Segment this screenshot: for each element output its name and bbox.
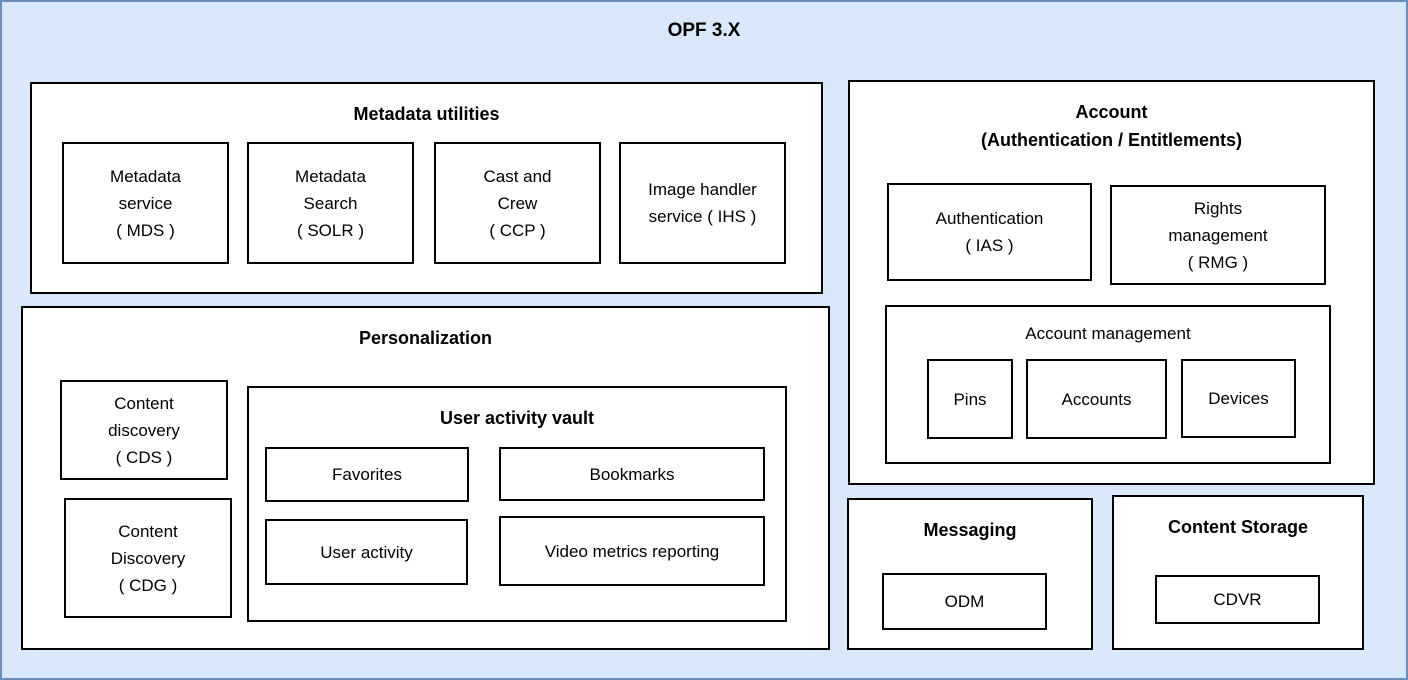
- user-activity-vault-section: User activity vault Favorites Bookmarks …: [247, 386, 787, 622]
- box-video-metrics-reporting: Video metrics reporting: [499, 516, 765, 586]
- box-content-discovery-cdg: Content Discovery ( CDG ): [64, 498, 232, 618]
- box-metadata-service-mds: Metadata service ( MDS ): [62, 142, 229, 264]
- personalization-title: Personalization: [358, 328, 493, 348]
- box-devices: Devices: [1181, 359, 1296, 438]
- box-content-discovery-cds: Content discovery ( CDS ): [60, 380, 228, 480]
- metadata-utilities-title: Metadata utilities: [353, 104, 500, 124]
- box-authentication-ias: Authentication ( IAS ): [887, 183, 1092, 281]
- content-storage-title: Content Storage: [1167, 517, 1308, 537]
- box-bookmarks: Bookmarks: [499, 447, 765, 501]
- personalization-section: Personalization Content discovery ( CDS …: [21, 306, 830, 650]
- box-accounts: Accounts: [1026, 359, 1167, 439]
- user-activity-vault-title: User activity vault: [439, 408, 595, 428]
- box-metadata-search-solr: Metadata Search ( SOLR ): [247, 142, 414, 264]
- box-image-handler-service-ihs: Image handler service ( IHS ): [619, 142, 786, 264]
- diagram-title: OPF 3.X: [667, 20, 741, 41]
- box-rights-management-rmg: Rights management ( RMG ): [1110, 185, 1326, 285]
- account-title: Account (Authentication / Entitlements): [981, 102, 1242, 150]
- box-user-activity: User activity: [265, 519, 468, 585]
- box-cdvr: CDVR: [1155, 575, 1320, 624]
- box-pins: Pins: [927, 359, 1013, 439]
- account-section: Account (Authentication / Entitlements) …: [848, 80, 1375, 485]
- box-odm: ODM: [882, 573, 1047, 630]
- metadata-utilities-section: Metadata utilities Metadata service ( MD…: [30, 82, 823, 294]
- messaging-title: Messaging: [923, 520, 1017, 540]
- box-favorites: Favorites: [265, 447, 469, 502]
- box-cast-and-crew-ccp: Cast and Crew ( CCP ): [434, 142, 601, 264]
- account-management-section: Account management Pins Accounts Devices: [885, 305, 1331, 464]
- content-storage-section: Content Storage CDVR: [1112, 495, 1364, 650]
- messaging-section: Messaging ODM: [847, 498, 1093, 650]
- account-management-title: Account management: [1025, 324, 1191, 343]
